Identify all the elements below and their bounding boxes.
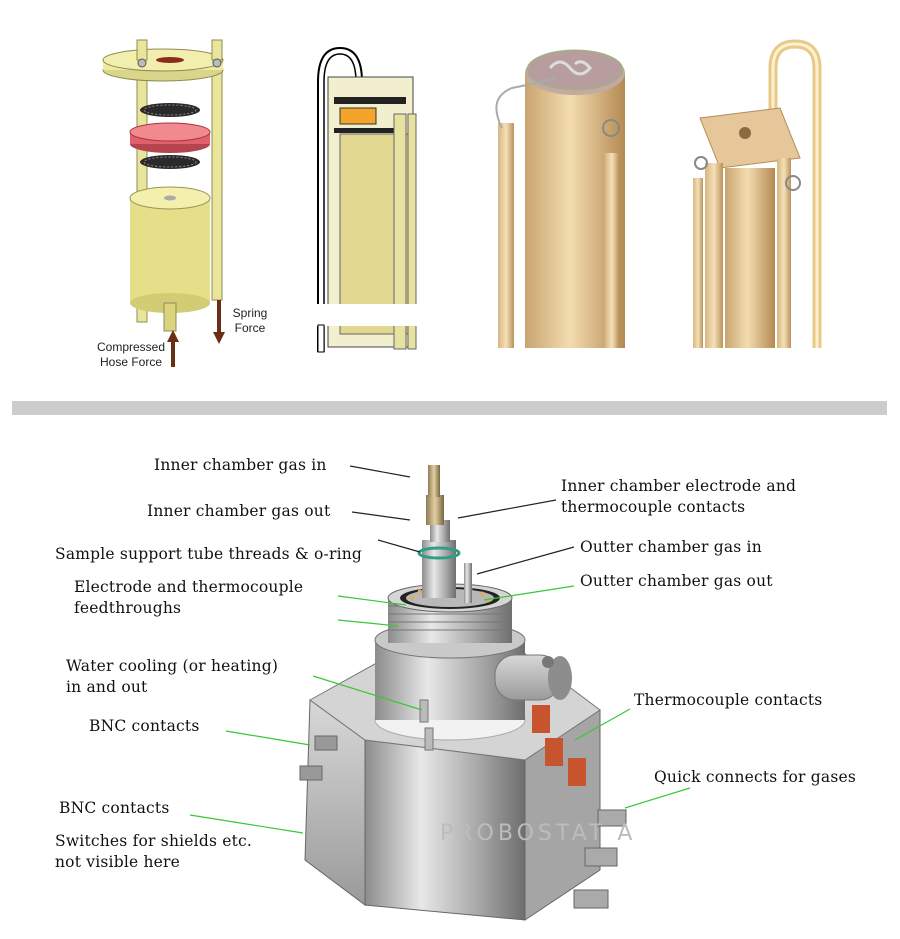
probostat-device-photo: PROBOSTAT A bbox=[299, 465, 636, 921]
pointer-bnc-2 bbox=[189, 814, 304, 834]
panel-divider bbox=[12, 401, 887, 415]
svg-text:PROBOSTAT A: PROBOSTAT A bbox=[440, 821, 636, 846]
exploded-holder-diagram bbox=[102, 39, 225, 367]
pointer-inner-gas-out bbox=[351, 511, 411, 521]
pointer-outer-gas-out bbox=[483, 585, 575, 601]
callout-switches: Switches for shields etc. not visible he… bbox=[55, 832, 253, 871]
callout-water-cooling: Water cooling (or heating) in and out bbox=[66, 657, 279, 696]
callout-thermo-contacts: Thermocouple contacts bbox=[634, 691, 823, 709]
callout-quick-connects: Quick connects for gases bbox=[654, 768, 857, 786]
callout-bnc-1: BNC contacts bbox=[89, 717, 200, 735]
pointer-support-tube bbox=[377, 539, 421, 553]
pointer-quick-connects bbox=[624, 787, 691, 809]
pointer-feedthrough-2 bbox=[337, 619, 399, 627]
callout-feedthroughs: Electrode and thermocouple feedthroughs bbox=[74, 578, 304, 617]
callout-inner-gas-in: Inner chamber gas in bbox=[154, 456, 327, 474]
pointer-bnc-1 bbox=[225, 730, 311, 746]
pointer-inner-electrode bbox=[457, 499, 557, 519]
assembled-holder-photo bbox=[693, 39, 822, 348]
porous-tube-photo bbox=[495, 49, 625, 348]
spring-force-label: Spring Force bbox=[232, 306, 268, 335]
callout-bnc-2: BNC contacts bbox=[59, 799, 170, 817]
callout-outer-gas-out: Outter chamber gas out bbox=[580, 572, 773, 590]
hose-force-label: Compressed Hose Force bbox=[96, 340, 166, 369]
callout-inner-electrode: Inner chamber electrode and thermocouple… bbox=[561, 477, 797, 516]
callout-pointer-lines bbox=[189, 465, 691, 834]
pointer-feedthrough-1 bbox=[337, 595, 407, 606]
pointer-inner-gas-in bbox=[349, 465, 411, 478]
section-holder-diagram bbox=[310, 46, 425, 353]
callout-support-tube: Sample support tube threads & o-ring bbox=[55, 545, 363, 563]
pointer-water-cooling bbox=[312, 675, 423, 711]
pointer-thermo-contacts bbox=[574, 708, 631, 741]
callout-outer-gas-in: Outter chamber gas in bbox=[580, 538, 762, 556]
pointer-outer-gas-in bbox=[476, 546, 575, 575]
callout-inner-gas-out: Inner chamber gas out bbox=[147, 502, 331, 520]
